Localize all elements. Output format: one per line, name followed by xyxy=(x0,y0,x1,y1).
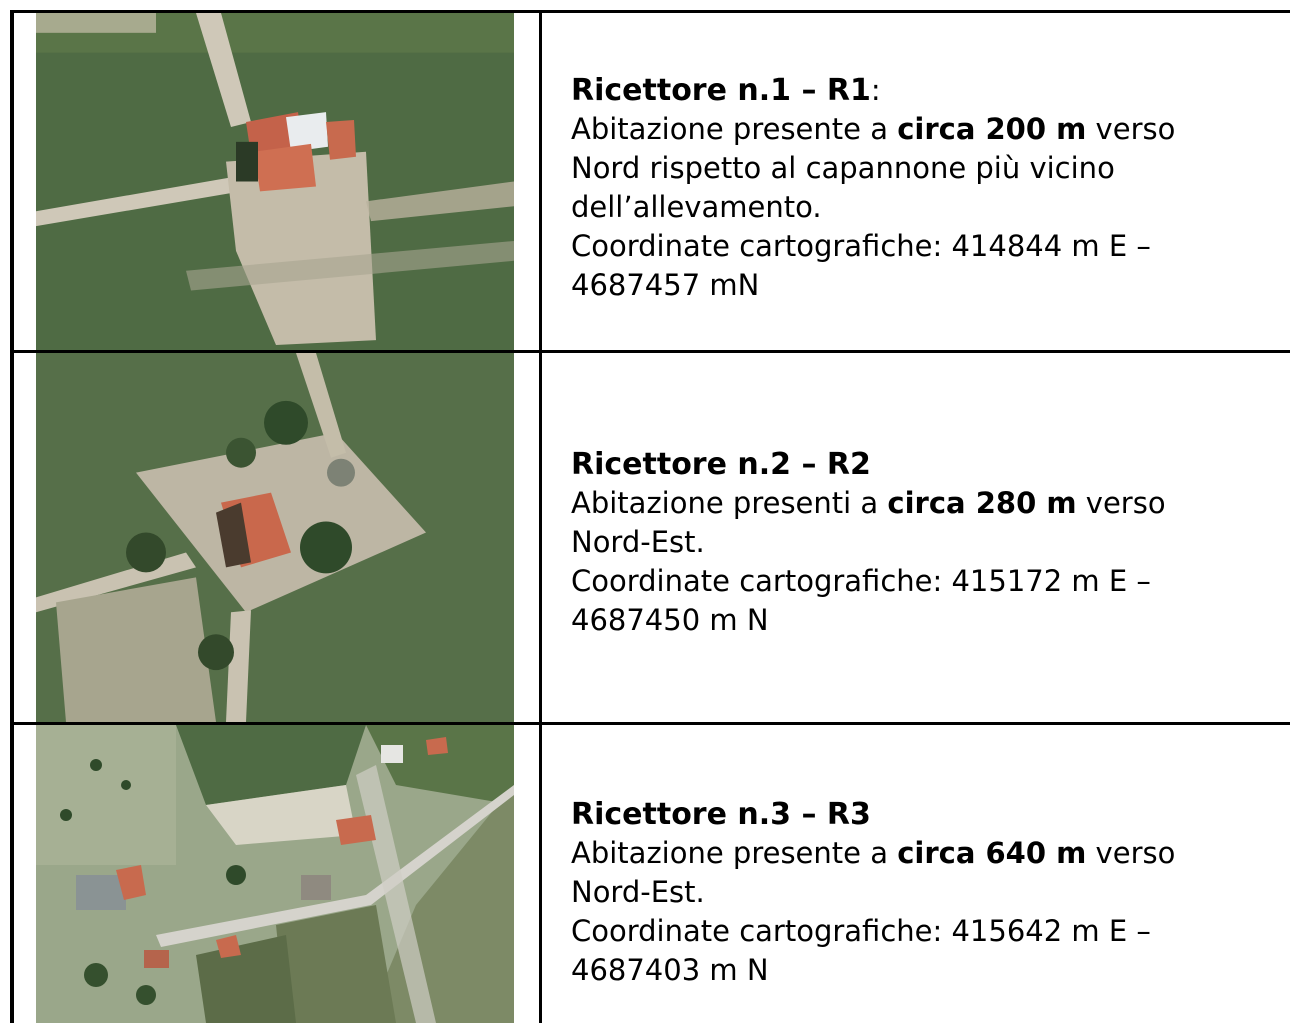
coordinates-line-1: Coordinate cartografiche: 415642 m E – xyxy=(571,914,1151,948)
receptor-text-2: Ricettore n.2 – R2 Abitazione presenti a… xyxy=(571,445,1271,640)
receptor-table: Ricettore n.1 – R1: Abitazione presente … xyxy=(10,10,1290,1023)
aerial-photo-r1 xyxy=(36,13,514,350)
coordinates-line-2: 4687450 m N xyxy=(571,603,769,637)
distance-value: circa 200 m xyxy=(897,112,1087,146)
column-divider xyxy=(539,725,542,1023)
receptor-title: Ricettore n.3 – R3 xyxy=(571,797,871,832)
receptor-title: Ricettore n.1 – R1 xyxy=(571,73,871,108)
description-line-2: Nord-Est. xyxy=(571,525,705,559)
receptor-row-2: Ricettore n.2 – R2 Abitazione presenti a… xyxy=(14,353,1290,725)
coordinates-line-2: 4687457 mN xyxy=(571,268,760,302)
distance-value: circa 280 m xyxy=(887,486,1077,520)
description-prefix: Abitazione presente a xyxy=(571,836,898,870)
receptor-title: Ricettore n.2 – R2 xyxy=(571,447,871,482)
distance-value: circa 640 m xyxy=(897,836,1087,870)
description-line-3: dell’allevamento. xyxy=(571,190,822,224)
receptor-row-3: Ricettore n.3 – R3 Abitazione presente a… xyxy=(14,725,1290,1023)
coordinates-line-2: 4687403 m N xyxy=(571,953,769,987)
aerial-photo-r2 xyxy=(36,353,514,722)
aerial-photo-r3 xyxy=(36,725,514,1023)
coordinates-line-1: Coordinate cartografiche: 414844 m E – xyxy=(571,229,1151,263)
description-suffix: verso xyxy=(1086,112,1176,146)
coordinates-line-1: Coordinate cartografiche: 415172 m E – xyxy=(571,564,1151,598)
description-prefix: Abitazione presente a xyxy=(571,112,898,146)
column-divider xyxy=(539,13,542,350)
description-suffix: verso xyxy=(1076,486,1166,520)
description-line-2: Nord-Est. xyxy=(571,875,705,909)
receptor-row-1: Ricettore n.1 – R1: Abitazione presente … xyxy=(14,13,1290,353)
receptor-text-1: Ricettore n.1 – R1: Abitazione presente … xyxy=(571,71,1271,305)
description-suffix: verso xyxy=(1086,836,1176,870)
title-suffix: : xyxy=(870,73,881,107)
column-divider xyxy=(539,353,542,722)
description-prefix: Abitazione presenti a xyxy=(571,486,888,520)
receptor-text-3: Ricettore n.3 – R3 Abitazione presente a… xyxy=(571,795,1271,990)
description-line-2: Nord rispetto al capannone più vicino xyxy=(571,151,1115,185)
